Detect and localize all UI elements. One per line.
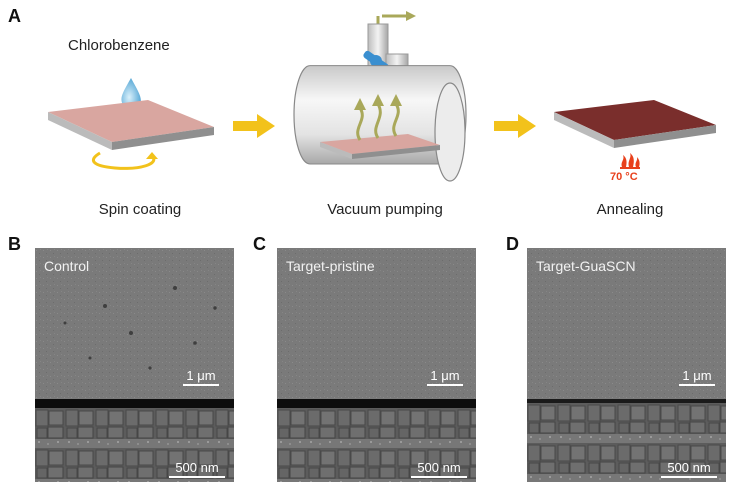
scale-bar-top: 1 μm — [679, 368, 715, 386]
solvent-label: Chlorobenzene — [68, 37, 170, 54]
spin-coating-illustration — [48, 78, 214, 170]
annealed-film-illustration — [554, 100, 716, 148]
panel-c-label: C — [253, 234, 266, 254]
annealing-temperature: 70 °C — [610, 171, 638, 183]
sample-label-target-guascn: Target-GuaSCN — [536, 258, 636, 274]
panel-d-label: D — [506, 234, 519, 254]
panel-a-label: A — [8, 6, 21, 26]
sample-label-target-pristine: Target-pristine — [286, 258, 375, 274]
process-arrow-icon — [494, 114, 536, 138]
process-arrow-icon — [233, 114, 275, 138]
panel-b-label: B — [8, 234, 21, 254]
scale-bar-bottom: 500 nm — [661, 460, 717, 478]
vacuum-chamber-illustration — [293, 11, 467, 182]
sem-image-target-guascn: Target-GuaSCN 1 μm 500 nm — [527, 248, 726, 482]
step-label-spin-coating: Spin coating — [98, 201, 182, 218]
sem-image-control: Control 1 μm 500 nm — [35, 248, 234, 482]
sem-image-target-pristine: Target-pristine 1 μm 500 nm — [277, 248, 476, 482]
scale-bar-top: 1 μm — [427, 368, 463, 386]
scale-bar-bottom: 500 nm — [411, 460, 467, 478]
scale-bar-bottom: 500 nm — [169, 460, 225, 478]
step-label-annealing: Annealing — [596, 201, 664, 218]
rotation-arrow-icon — [91, 151, 156, 170]
sample-label-control: Control — [44, 258, 90, 274]
step-label-vacuum-pumping: Vacuum pumping — [327, 201, 443, 218]
scale-bar-top: 1 μm — [183, 368, 219, 386]
heat-icon — [620, 153, 640, 169]
vapor-arrows-icon — [356, 103, 400, 141]
